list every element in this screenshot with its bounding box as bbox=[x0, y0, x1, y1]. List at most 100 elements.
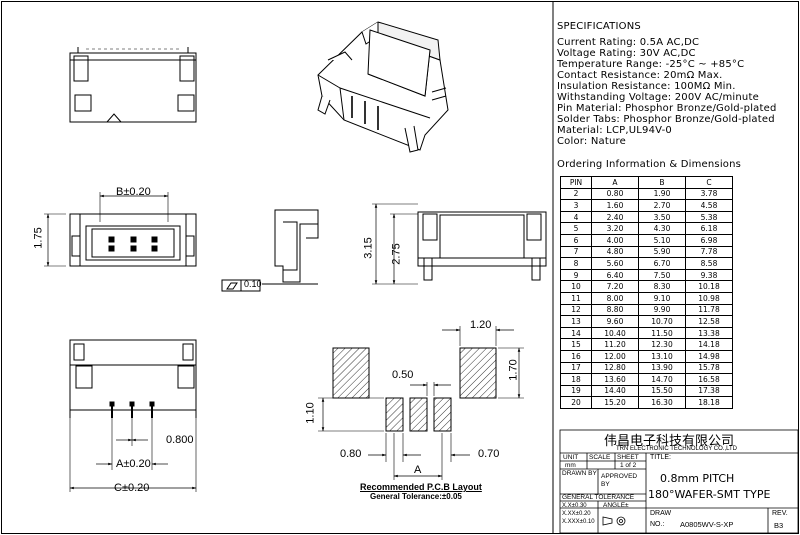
dim-b: B±0.20 bbox=[116, 186, 151, 198]
table-cell: 6.98 bbox=[685, 233, 733, 247]
table-cell: 12.30 bbox=[638, 338, 686, 351]
table-cell: 7.50 bbox=[638, 268, 686, 282]
dim-170: 1.70 bbox=[507, 359, 520, 381]
pcb-pad-2 bbox=[409, 397, 428, 432]
table-cell: 15.50 bbox=[638, 384, 686, 398]
table-cell: 5.90 bbox=[638, 245, 686, 259]
pcb-pad-1 bbox=[385, 397, 404, 432]
dim-080: 0.80 bbox=[340, 448, 362, 460]
tolerance-3: X.XXX±0.10 bbox=[562, 519, 595, 525]
pcb-pad-3 bbox=[433, 397, 452, 432]
column-header-b: B bbox=[638, 176, 686, 189]
table-cell: 11.78 bbox=[685, 303, 733, 317]
table-cell: 20 bbox=[560, 396, 592, 409]
table-cell: 15 bbox=[560, 338, 592, 351]
table-cell: 6.70 bbox=[638, 257, 686, 270]
spec-line: Voltage Rating: 30V AC,DC bbox=[557, 48, 696, 59]
table-cell: 11.20 bbox=[591, 338, 639, 351]
table-cell: 13 bbox=[560, 315, 592, 328]
drawn-by: DRAWN BY bbox=[562, 470, 597, 477]
spec-line: Solder Tabs: Phosphor Bronze/Gold-plated bbox=[557, 114, 775, 125]
table-cell: 6 bbox=[560, 233, 592, 247]
table-cell: 14.98 bbox=[685, 349, 733, 363]
table-cell: 13.90 bbox=[638, 361, 686, 375]
table-cell: 18.18 bbox=[685, 396, 733, 409]
table-cell: 9.90 bbox=[638, 303, 686, 317]
title-block bbox=[559, 429, 799, 534]
table-cell: 10.70 bbox=[638, 315, 686, 328]
table-cell: 11.50 bbox=[638, 326, 686, 340]
table-cell: 12 bbox=[560, 303, 592, 317]
table-cell: 12.00 bbox=[591, 349, 639, 363]
table-cell: 10.18 bbox=[685, 280, 733, 293]
drawing-title-1: 0.8mm PITCH bbox=[660, 472, 735, 485]
table-cell: 15.78 bbox=[685, 361, 733, 375]
table-cell: 4.00 bbox=[591, 233, 639, 247]
table-cell: 6.18 bbox=[685, 222, 733, 235]
dim-070: 0.70 bbox=[478, 448, 500, 460]
table-cell: 3 bbox=[560, 199, 592, 212]
spec-heading: SPECIFICATIONS bbox=[557, 21, 641, 32]
table-cell: 12.80 bbox=[591, 361, 639, 375]
table-cell: 9.10 bbox=[638, 291, 686, 305]
table-cell: 5.60 bbox=[591, 257, 639, 270]
dim-0800: 0.800 bbox=[166, 434, 194, 446]
section-view bbox=[221, 209, 319, 292]
spec-line: Current Rating: 0.5A AC,DC bbox=[557, 37, 700, 48]
table-cell: 1.90 bbox=[638, 187, 686, 201]
table-cell: 7.20 bbox=[591, 280, 639, 293]
ordering-heading: Ordering Information & Dimensions bbox=[557, 159, 742, 170]
pcb-layout bbox=[318, 326, 524, 480]
sheet-value: 1 of 2 bbox=[620, 462, 637, 469]
table-cell: 14 bbox=[560, 326, 592, 340]
column-header-c: C bbox=[685, 176, 733, 189]
rev-value: B3 bbox=[774, 521, 784, 530]
table-cell: 3.50 bbox=[638, 210, 686, 224]
table-cell: 8.30 bbox=[638, 280, 686, 293]
general-tolerance: GENERAL TOLERANCE bbox=[562, 494, 635, 501]
tolerance-1: X.X±0.30 bbox=[562, 503, 587, 509]
table-cell: 17.38 bbox=[685, 384, 733, 398]
table-cell: 2.40 bbox=[591, 210, 639, 224]
spec-line: Withstanding Voltage: 200V AC/minute bbox=[557, 92, 759, 103]
dim-275: 2.75 bbox=[390, 243, 403, 265]
angle-label: ANGLE± bbox=[603, 502, 629, 509]
side-view bbox=[372, 203, 547, 285]
table-cell: 11 bbox=[560, 291, 592, 305]
table-cell: 8.00 bbox=[591, 291, 639, 305]
table-cell: 8 bbox=[560, 257, 592, 270]
column-header-a: A bbox=[591, 176, 639, 189]
table-cell: 12.58 bbox=[685, 315, 733, 328]
tolerance-2: X.XX±0.20 bbox=[562, 511, 591, 517]
spec-line: Color: Nature bbox=[557, 136, 626, 147]
pcb-layout-title: Recommended P.C.B Layout bbox=[360, 482, 482, 492]
table-cell: 13.60 bbox=[591, 373, 639, 386]
dim-c: C±0.20 bbox=[114, 482, 150, 494]
table-cell: 17 bbox=[560, 361, 592, 375]
table-cell: 13.38 bbox=[685, 326, 733, 340]
table-cell: 14.70 bbox=[638, 373, 686, 386]
column-header-pin: PIN bbox=[560, 176, 592, 189]
pcb-pad-left bbox=[332, 347, 370, 399]
table-cell: 4.30 bbox=[638, 222, 686, 235]
table-cell: 10 bbox=[560, 280, 592, 293]
table-header-row: PIN A B C bbox=[560, 176, 733, 189]
table-cell: 8.80 bbox=[591, 303, 639, 317]
draw-label: DRAW bbox=[650, 510, 672, 517]
isometric-view bbox=[317, 21, 449, 153]
table-cell: 14.40 bbox=[591, 384, 639, 398]
draw-no-label: NO.: bbox=[650, 521, 665, 528]
